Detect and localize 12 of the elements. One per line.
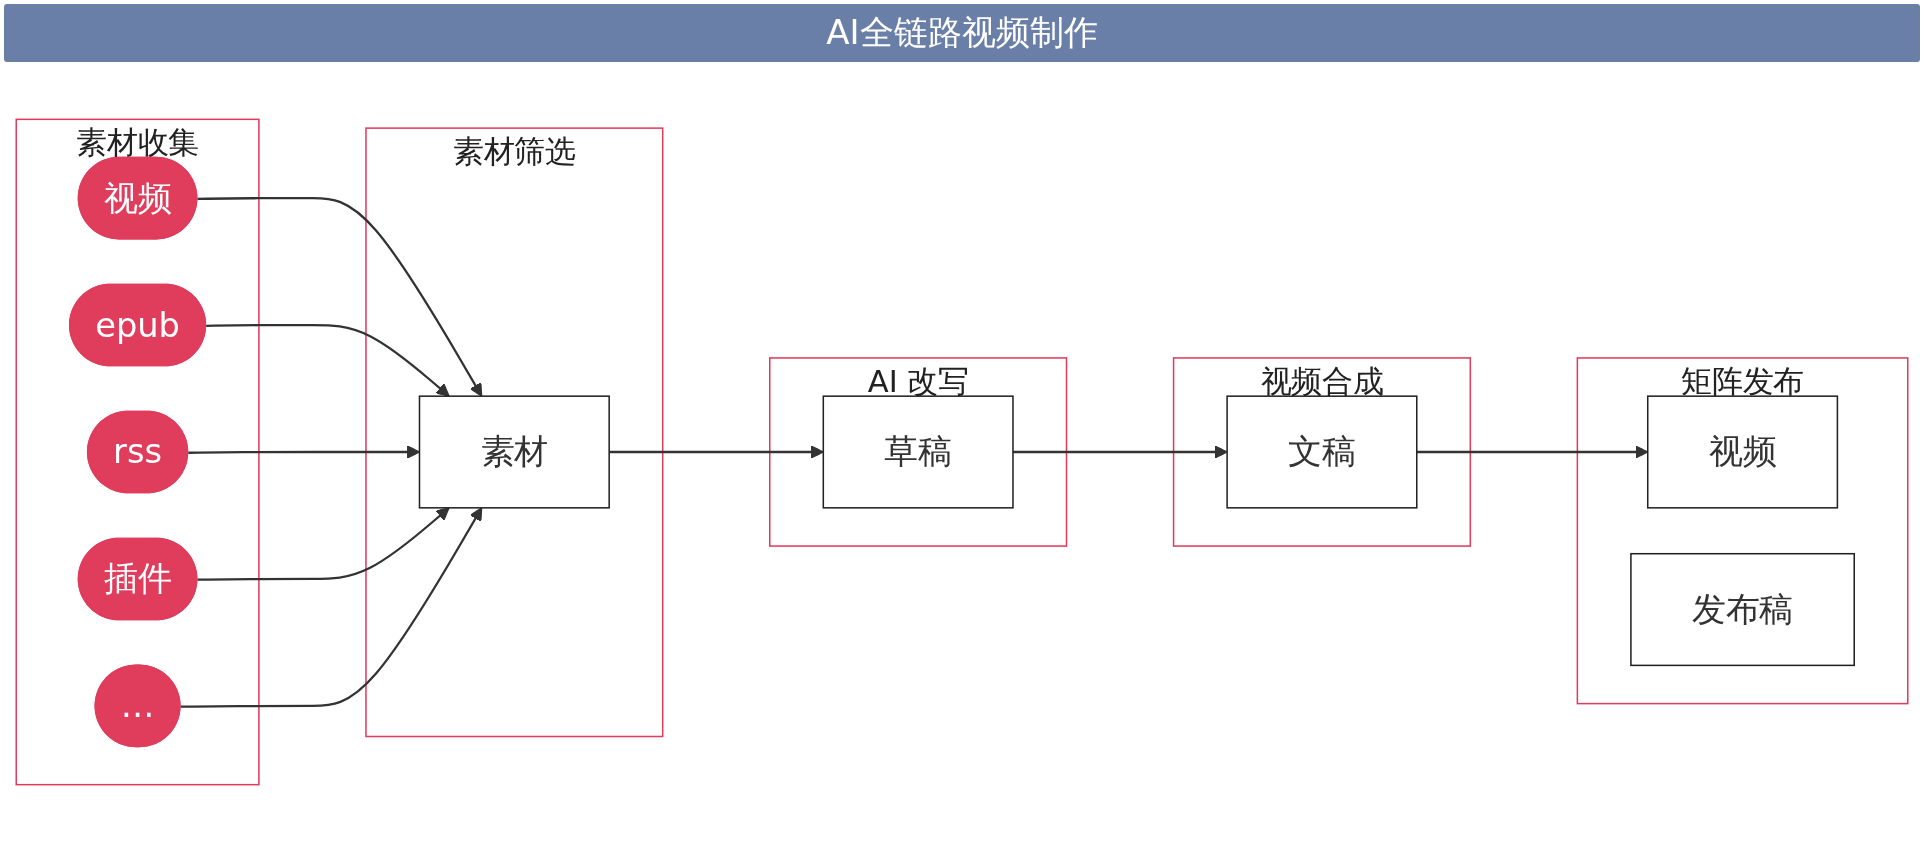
node-box: 文稿 <box>1226 395 1418 509</box>
title-banner: AI全链路视频制作 <box>4 4 1920 62</box>
arrow <box>1012 445 1228 459</box>
node-box: 草稿 <box>822 395 1014 509</box>
arrow <box>206 323 450 397</box>
arrow <box>197 196 483 397</box>
arrow <box>609 445 824 459</box>
node-box: 视频 <box>1646 395 1839 509</box>
node-box: 发布稿 <box>1630 552 1855 667</box>
arrow <box>180 507 483 708</box>
arrow <box>197 507 450 581</box>
node-box: 素材 <box>418 395 610 509</box>
